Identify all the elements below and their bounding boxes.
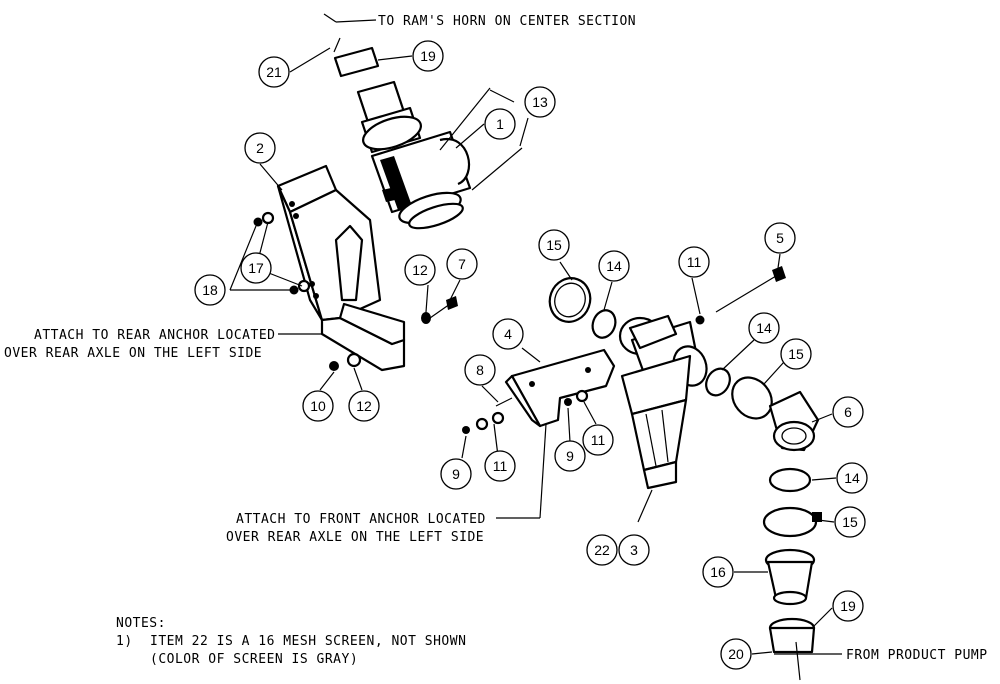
callout-19: 19 <box>412 40 444 72</box>
callout-number: 12 <box>356 398 372 414</box>
callout-number: 9 <box>452 466 460 482</box>
note-1-number: 1) <box>116 634 133 649</box>
leader-lines <box>229 47 842 655</box>
callout-number: 9 <box>566 448 574 464</box>
callout-number: 14 <box>844 470 860 486</box>
callout-9-left: 9 <box>440 458 472 490</box>
part-2-bracket <box>276 164 406 372</box>
callout-number: 11 <box>493 458 508 474</box>
front-anchor-label-line-1: ATTACH TO FRONT ANCHOR LOCATED <box>236 512 486 527</box>
callout-number: 8 <box>476 362 484 378</box>
callout-number: 22 <box>594 542 610 558</box>
callout-14-upper: 14 <box>598 250 630 282</box>
callout-number: 14 <box>606 258 622 274</box>
callout-number: 14 <box>756 320 772 336</box>
part-19-collar-bottom <box>768 617 816 681</box>
callout-number: 5 <box>776 230 784 246</box>
part-7-bolt <box>421 296 458 324</box>
callout-number: 7 <box>458 256 466 272</box>
callout-11-left: 11 <box>484 450 516 482</box>
callout-5: 5 <box>764 222 796 254</box>
callout-number: 21 <box>266 64 282 80</box>
note-1-line-2: (COLOR OF SCREEN IS GRAY) <box>150 652 358 667</box>
part-13-pins <box>439 87 523 191</box>
callout-22: 22 <box>586 534 618 566</box>
part-10-12-nuts <box>329 352 362 371</box>
part-16-adapter <box>764 548 816 606</box>
callout-4: 4 <box>492 318 524 350</box>
callout-number: 19 <box>420 48 436 64</box>
callout-6: 6 <box>832 396 864 428</box>
callout-21: 21 <box>258 56 290 88</box>
callout-14-lower: 14 <box>836 462 868 494</box>
callout-bubbles: 21 19 13 1 2 18 17 12 7 10 12 15 14 11 5… <box>194 40 868 670</box>
callout-2: 2 <box>244 132 276 164</box>
notes-block: NOTES: 1) ITEM 22 IS A 16 MESH SCREEN, N… <box>116 616 466 667</box>
callout-1: 1 <box>484 108 516 140</box>
callout-13: 13 <box>524 86 556 118</box>
part-14-gasket-mid <box>705 367 731 397</box>
callout-number: 15 <box>842 514 858 530</box>
callout-number: 17 <box>248 260 264 276</box>
callout-number: 18 <box>202 282 218 298</box>
callout-8: 8 <box>464 354 496 386</box>
callout-10: 10 <box>302 390 334 422</box>
front-anchor-label-line-2: OVER REAR AXLE ON THE LEFT SIDE <box>226 530 484 545</box>
callout-15-lower: 15 <box>834 506 866 538</box>
annotations: TO RAM'S HORN ON CENTER SECTION ATTACH T… <box>4 14 988 663</box>
callout-number: 12 <box>412 262 428 278</box>
callout-number: 6 <box>844 404 852 420</box>
callout-number: 15 <box>788 346 804 362</box>
part-6-elbow <box>768 390 820 452</box>
callout-number: 11 <box>687 254 702 270</box>
product-pump-label: FROM PRODUCT PUMP <box>846 648 988 663</box>
callout-16: 16 <box>702 556 734 588</box>
rams-horn-label: TO RAM'S HORN ON CENTER SECTION <box>378 14 636 29</box>
rear-anchor-label-line-1: ATTACH TO REAR ANCHOR LOCATED <box>34 328 275 343</box>
callout-number: 3 <box>630 542 638 558</box>
callout-number: 2 <box>256 140 264 156</box>
callout-number: 11 <box>591 432 606 448</box>
callout-12-lower: 12 <box>348 390 380 422</box>
part-18-17-nuts <box>253 211 311 295</box>
callout-14-mid: 14 <box>748 312 780 344</box>
notes-heading: NOTES: <box>116 616 166 631</box>
part-15-clamp-lower <box>762 506 822 538</box>
callout-17: 17 <box>240 252 272 284</box>
part-15-14-clamp-upper <box>548 277 617 339</box>
callout-3: 3 <box>618 534 650 566</box>
callout-18: 18 <box>194 274 226 306</box>
callout-number: 1 <box>496 116 504 132</box>
part-19-collar-top <box>333 46 380 78</box>
callout-number: 15 <box>546 237 562 253</box>
callout-number: 20 <box>728 646 744 662</box>
part-21-rod <box>323 13 377 53</box>
callout-7: 7 <box>446 248 478 280</box>
part-1-valve-body <box>356 80 472 230</box>
callout-15-mid: 15 <box>780 338 812 370</box>
part-15-clamp-mid <box>731 376 773 420</box>
part-3-strainer <box>618 314 708 490</box>
part-4-plate <box>504 348 616 428</box>
note-1-line-1: ITEM 22 IS A 16 MESH SCREEN, NOT SHOWN <box>150 634 466 649</box>
callout-number: 19 <box>840 598 856 614</box>
callout-9-right: 9 <box>554 440 586 472</box>
rear-anchor-label-line-2: OVER REAR AXLE ON THE LEFT SIDE <box>4 346 262 361</box>
callout-number: 10 <box>310 398 326 414</box>
callout-20: 20 <box>720 638 752 670</box>
callout-number: 13 <box>532 94 548 110</box>
callout-19-lower: 19 <box>832 590 864 622</box>
part-5-long-bolt <box>695 266 786 325</box>
callout-number: 4 <box>504 326 512 342</box>
part-8-9-11-hardware <box>462 389 589 434</box>
callout-12-upper: 12 <box>404 254 436 286</box>
callout-15-upper: 15 <box>538 229 570 261</box>
callout-11-upper: 11 <box>678 246 710 278</box>
callout-11-right: 11 <box>582 424 614 456</box>
callout-number: 16 <box>710 564 726 580</box>
part-14-gasket-lower <box>768 467 812 493</box>
